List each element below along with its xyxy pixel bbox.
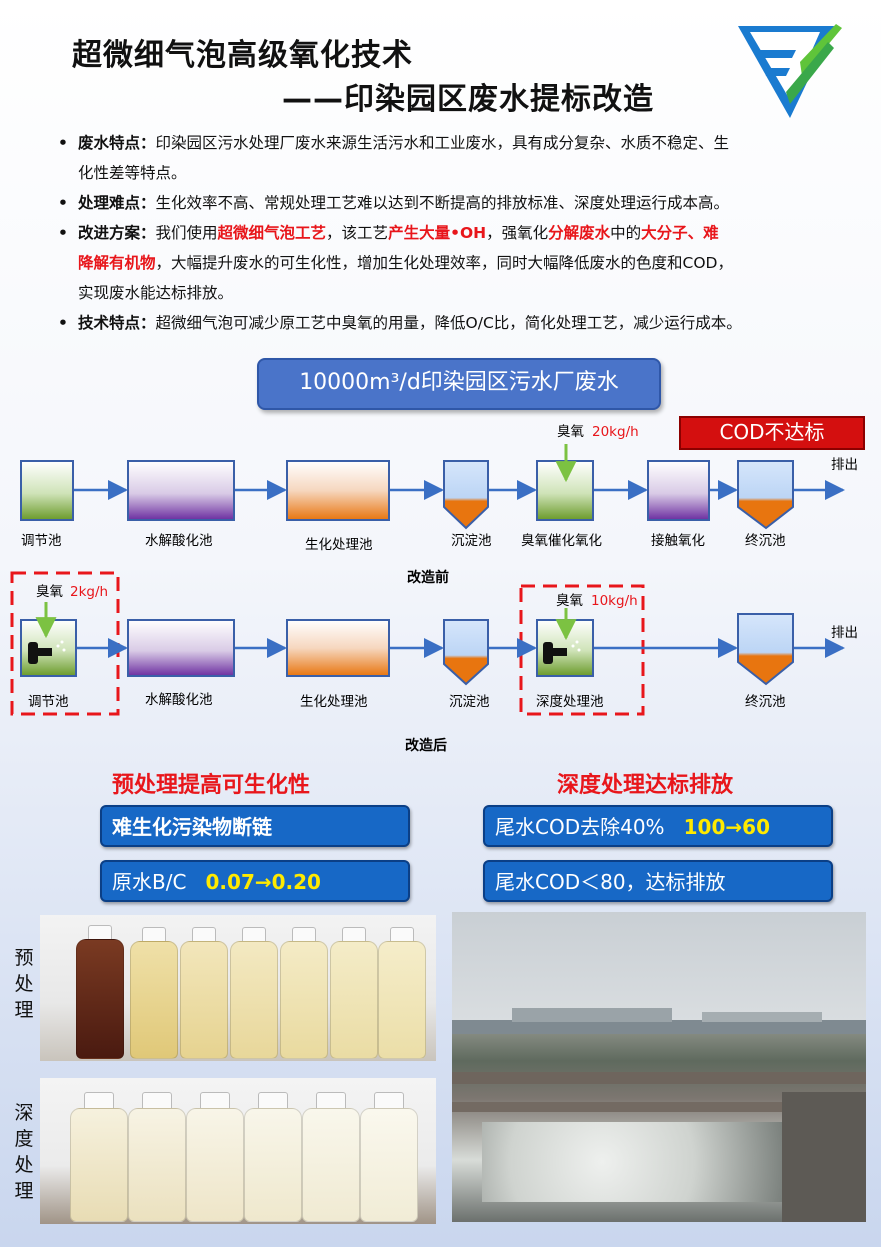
list-item: •处理难点：生化效率不高、常规处理工艺难以达到不断提高的排放标准、深度处理运行成… [58, 194, 730, 212]
hydrolysis-tank-after [127, 619, 235, 677]
cod-noncompliant-badge: COD不达标 [679, 416, 865, 450]
plant-capacity-banner: 10000m³/d印染园区污水厂废水 [257, 358, 661, 410]
ozone-dose-deep: 10kg/h [591, 593, 638, 609]
cod-removal-box: 尾水COD去除40% 100→60 [483, 805, 833, 847]
title-line-2: ——印染园区废水提标改造 [282, 82, 654, 117]
bio-tank-after [286, 619, 390, 677]
pretreatment-samples-photo [40, 915, 436, 1061]
process-flow-diagram: 臭氧 20kg/h 排出 调节池 水解酸化池 生化处理池 沉淀池 臭氧催化氧化 … [10, 424, 858, 754]
ozone-dose-before: 20kg/h [592, 424, 639, 440]
stage-label: 水解酸化池 [145, 533, 213, 549]
settling-tank-before [443, 460, 489, 530]
equalization-tank-before [20, 460, 74, 521]
list-item: •废水特点：印染园区污水处理厂废水来源生活污水和工业废水，具有成分复杂、水质不稳… [58, 134, 730, 182]
stage-label: 终沉池 [745, 694, 786, 710]
feature-list: •废水特点：印染园区污水处理厂废水来源生活污水和工业废水，具有成分复杂、水质不稳… [58, 128, 838, 338]
title-line-1: 超微细气泡高级氧化技术 [72, 38, 413, 73]
deep-treatment-samples-photo [40, 1078, 436, 1224]
stage-label: 深度处理池 [536, 694, 604, 710]
stage-label: 调节池 [28, 694, 69, 710]
company-logo-icon [738, 24, 842, 118]
bio-tank-before [286, 460, 390, 521]
contact-oxidation-tank-before [647, 460, 710, 521]
final-settling-tank-after [737, 613, 794, 686]
retrofit-highlight-2 [519, 584, 645, 716]
ozone-label: 臭氧 [557, 424, 584, 440]
treatment-plant-photo [452, 912, 866, 1222]
stage-label: 水解酸化池 [145, 692, 213, 708]
deep-treatment-photo-label: 深度处理 [14, 1102, 34, 1202]
stage-label: 生化处理池 [305, 537, 373, 553]
bc-ratio-box: 原水B/C 0.07→0.20 [100, 860, 410, 902]
stage-label: 沉淀池 [449, 694, 490, 710]
after-caption: 改造后 [405, 737, 447, 754]
right-section-heading: 深度处理达标排放 [557, 773, 734, 798]
before-caption: 改造前 [407, 569, 449, 586]
list-item: •技术特点：超微细气泡可减少原工艺中臭氧的用量，降低O/C比，简化处理工艺，减少… [58, 314, 742, 332]
ozone-dose-pre: 2kg/h [70, 584, 108, 600]
stage-label: 接触氧化 [651, 532, 705, 549]
discharge-label: 排出 [831, 457, 858, 473]
stage-label: 沉淀池 [451, 533, 492, 549]
left-section-heading: 预处理提高可生化性 [112, 773, 311, 798]
final-settling-tank-before [737, 460, 794, 530]
stage-label: 终沉池 [745, 533, 786, 549]
stage-label: 臭氧催化氧化 [521, 533, 602, 549]
microbubble-generator-icon [28, 640, 66, 664]
discharge-label: 排出 [831, 625, 858, 641]
stage-label: 生化处理池 [300, 694, 368, 710]
hydrolysis-tank-before [127, 460, 235, 521]
cod-compliance-box: 尾水COD＜80，达标排放 [483, 860, 833, 902]
ozone-label: 臭氧 [556, 593, 583, 609]
settling-tank-after [443, 619, 489, 686]
ozone-label: 臭氧 [36, 584, 63, 600]
chain-break-box: 难生化污染物断链 [100, 805, 410, 847]
stage-label: 调节池 [21, 533, 62, 549]
list-item: •改进方案：我们使用超微细气泡工艺，该工艺产生大量•OH，强氧化分解废水中的大分… [58, 224, 733, 302]
pretreatment-photo-label: 预处理 [14, 947, 34, 1021]
microbubble-generator-icon [543, 640, 581, 664]
